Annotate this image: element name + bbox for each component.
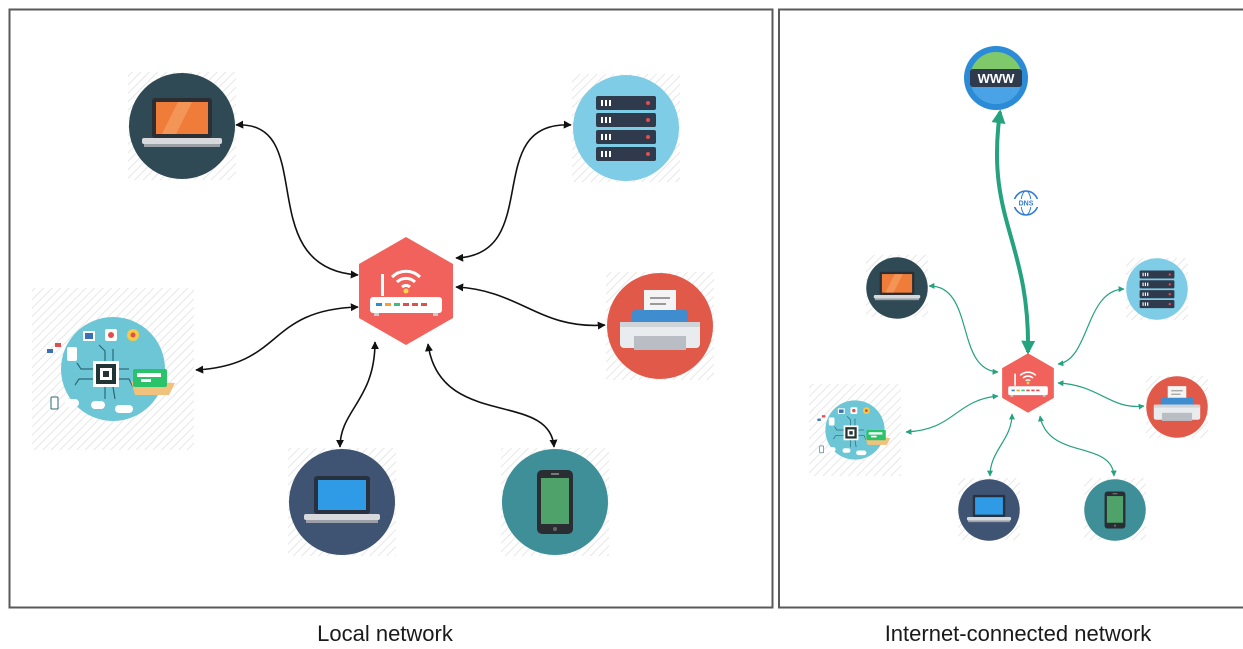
server-icon-small: [1126, 258, 1188, 320]
laptop2-icon-small: [958, 479, 1020, 541]
phone-icon-small: [1084, 479, 1146, 541]
arrow-laptop-router: [235, 120, 359, 279]
arrow-iot-router-small: [905, 393, 999, 435]
arrow-www-router: [991, 109, 1036, 355]
dns-icon: DNS: [1013, 190, 1039, 216]
arrow-printer-router-small: [1057, 380, 1145, 410]
phone-icon: [502, 449, 608, 555]
arrow-iot-router: [195, 303, 359, 374]
server-icon: [573, 75, 679, 181]
arrow-phone-router-small: [1038, 415, 1117, 477]
local-arrows: [195, 120, 606, 448]
arrow-printer-router: [455, 283, 606, 330]
arrow-laptop-router-small: [928, 282, 999, 375]
dns-label: DNS: [1019, 201, 1034, 208]
www-label: WWW: [978, 71, 1016, 86]
laptop-icon: [129, 73, 235, 179]
internet-network-caption: Internet-connected network: [884, 621, 1152, 646]
arrow-server-router-small: [1057, 286, 1125, 367]
globe-icon: WWW: [964, 46, 1028, 110]
arrow-phone-router: [425, 343, 558, 448]
internet-arrows: [905, 282, 1145, 477]
laptop-icon-small: [866, 257, 928, 319]
printer-icon-small: [1145, 375, 1209, 439]
laptop2-icon: [289, 449, 395, 555]
arrow-laptop2-router: [336, 341, 379, 448]
printer-icon: [606, 272, 714, 380]
arrow-server-router: [455, 120, 572, 262]
local-network-caption: Local network: [317, 621, 453, 646]
arrow-laptop2-router-small: [987, 413, 1015, 477]
